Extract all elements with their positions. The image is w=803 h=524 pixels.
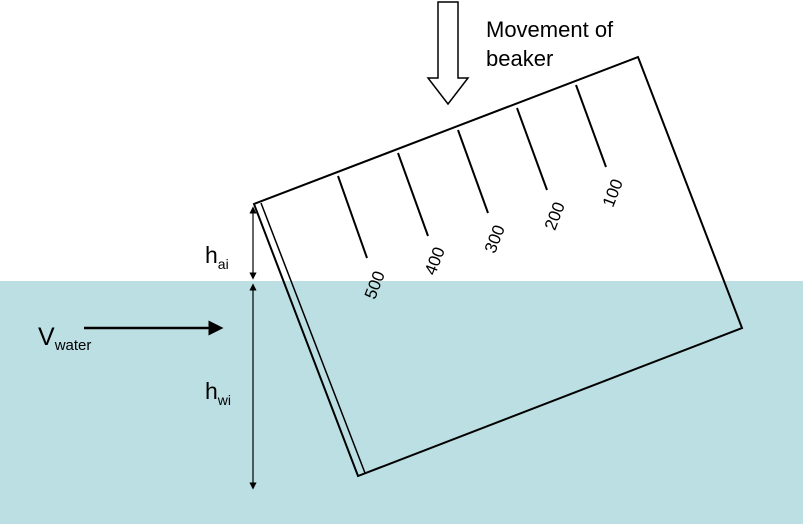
beaker-wall-inner (260, 202, 366, 474)
graduation-marks (337, 84, 607, 259)
graduation-mark-400 (397, 152, 429, 237)
graduation-label-200: 200 (541, 199, 569, 232)
water-region (0, 281, 803, 524)
h-air-label: hai (205, 242, 229, 272)
h-water-label: hwi (205, 378, 231, 408)
graduation-mark-500 (337, 175, 368, 259)
graduation-mark-200 (516, 107, 548, 191)
movement-label-line1: Movement of (486, 17, 614, 42)
h-air-subscript: ai (218, 256, 229, 272)
graduation-label-300: 300 (481, 222, 509, 255)
graduation-label-400: 400 (421, 244, 449, 277)
v-water-subscript: water (54, 337, 92, 354)
v-water-label: Vwater (38, 323, 91, 354)
graduation-mark-300 (457, 129, 489, 214)
beaker-body (252, 55, 744, 478)
hollow-down-arrow-icon (426, 1, 470, 106)
graduation-label-100: 100 (599, 176, 627, 209)
movement-label-line2: beaker (486, 46, 553, 71)
h-water-subscript: wi (217, 392, 231, 408)
graduation-mark-100 (575, 84, 607, 168)
